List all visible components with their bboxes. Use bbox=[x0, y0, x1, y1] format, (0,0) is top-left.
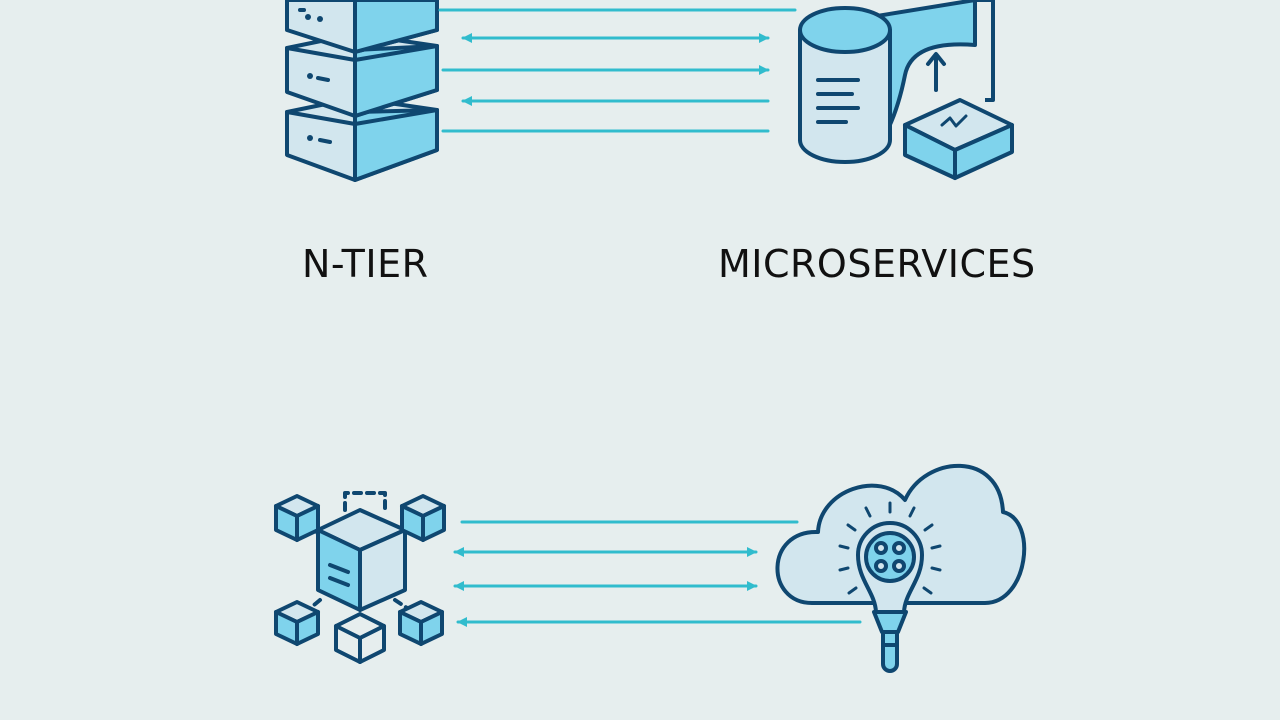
server-stack-icon bbox=[285, 0, 439, 182]
lightbulb-icon bbox=[838, 501, 942, 673]
bottom-connector-arrows bbox=[453, 520, 862, 627]
top-connector-arrows bbox=[438, 8, 797, 133]
light-rays bbox=[838, 501, 942, 595]
cube-bottom-left bbox=[274, 600, 320, 646]
cube-top-left bbox=[274, 494, 320, 542]
network-cubes-icon bbox=[274, 491, 446, 664]
database-cylinder-icon bbox=[798, 0, 977, 164]
label-n-tier: N-TIER bbox=[302, 242, 429, 286]
cube-bottom-right bbox=[398, 600, 444, 646]
cube-bottom-center-outline bbox=[334, 612, 386, 664]
connector-bracket bbox=[965, 0, 995, 102]
label-microservices: MICROSERVICES bbox=[718, 242, 1036, 286]
cube-top-right bbox=[400, 494, 446, 542]
up-arrow-icon bbox=[926, 52, 946, 92]
small-box-icon bbox=[903, 98, 1014, 180]
server-tier-middle bbox=[285, 32, 439, 118]
server-tier-bottom bbox=[285, 96, 439, 182]
central-cube bbox=[316, 508, 407, 612]
server-tier-top bbox=[285, 0, 439, 54]
